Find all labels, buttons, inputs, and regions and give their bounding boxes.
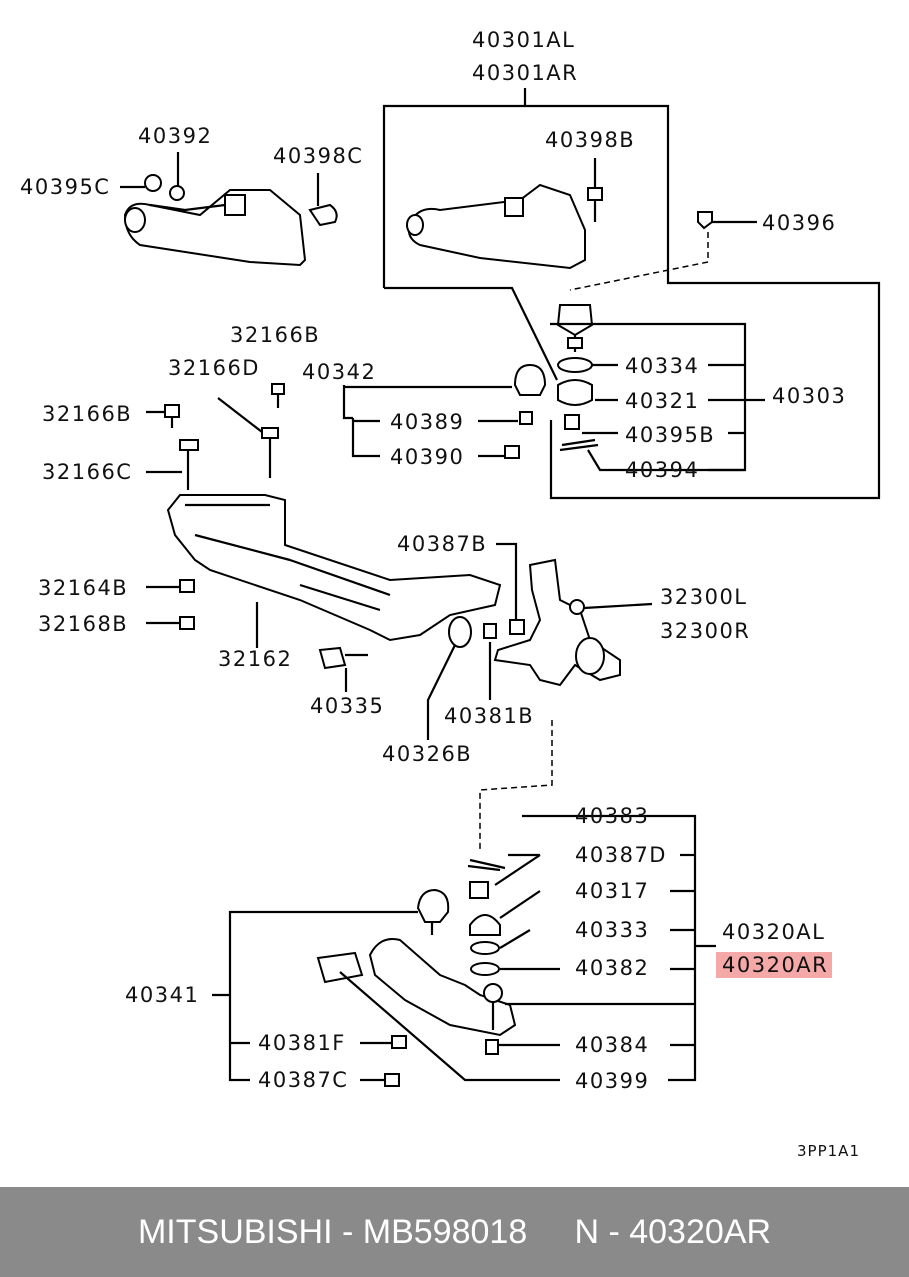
label-32166d: 32166D [168,356,260,380]
label-32166b-top: 32166B [230,323,321,347]
label-40387d: 40387D [575,843,667,867]
label-40398c: 40398C [273,144,364,168]
diagram-drawing [120,88,881,1087]
label-40398b: 40398B [545,128,636,152]
label-40320al: 40320AL [722,920,826,944]
upper-arm-frame-lower [384,286,558,381]
label-40321: 40321 [625,389,700,413]
label-32164b: 32164B [38,576,129,600]
part-number-footer: MITSUBISHI - MB598018 N - 40320AR [0,1187,909,1277]
left-upper-arm [120,152,338,267]
parts-diagram: 40301AL 40301AR 40392 40398C 40395C 4039… [20,28,881,1160]
label-40317: 40317 [575,879,650,903]
label-32168b: 32168B [38,612,129,636]
steering-knuckle [318,542,653,850]
label-40334: 40334 [625,354,700,378]
label-40333: 40333 [575,918,650,942]
label-40390: 40390 [390,445,465,469]
upper-arm-frame [382,104,881,500]
label-40326b: 40326B [382,742,473,766]
label-40320ar-highlighted: 40320AR [716,952,833,978]
label-40387b: 40387B [397,532,488,556]
label-40395c: 40395C [20,175,111,199]
label-40342: 40342 [302,360,377,384]
label-40384: 40384 [575,1033,650,1057]
label-40396: 40396 [762,211,837,235]
right-upper-arm [406,158,757,291]
label-32166c: 32166C [42,460,133,484]
label-40399: 40399 [575,1069,650,1093]
label-32300l: 32300L [660,585,748,609]
label-40392: 40392 [138,124,213,148]
label-40301al: 40301AL [472,28,576,52]
lower-arm-kit [212,814,716,1087]
label-32300r: 32300R [660,619,751,643]
bump-stopper-group [342,363,547,459]
label-40389: 40389 [390,410,465,434]
crossmember-bolts [146,383,285,490]
label-40381b: 40381B [444,704,535,728]
reference-code: 3PP1A1 [797,1142,860,1160]
label-40341: 40341 [125,983,200,1007]
label-40301ar: 40301AR [472,61,579,85]
label-40382: 40382 [575,956,650,980]
label-40395b: 40395B [625,423,716,447]
crossmember [146,494,502,648]
label-32162: 32162 [218,647,293,671]
label-40383: 40383 [575,804,650,828]
label-40394: 40394 [625,458,700,482]
label-40387c: 40387C [258,1068,349,1092]
label-32166b-left: 32166B [42,402,133,426]
label-40381f: 40381F [258,1031,346,1055]
ball-joint-kit [550,304,765,472]
label-40335: 40335 [310,694,385,718]
label-40303: 40303 [772,384,847,408]
